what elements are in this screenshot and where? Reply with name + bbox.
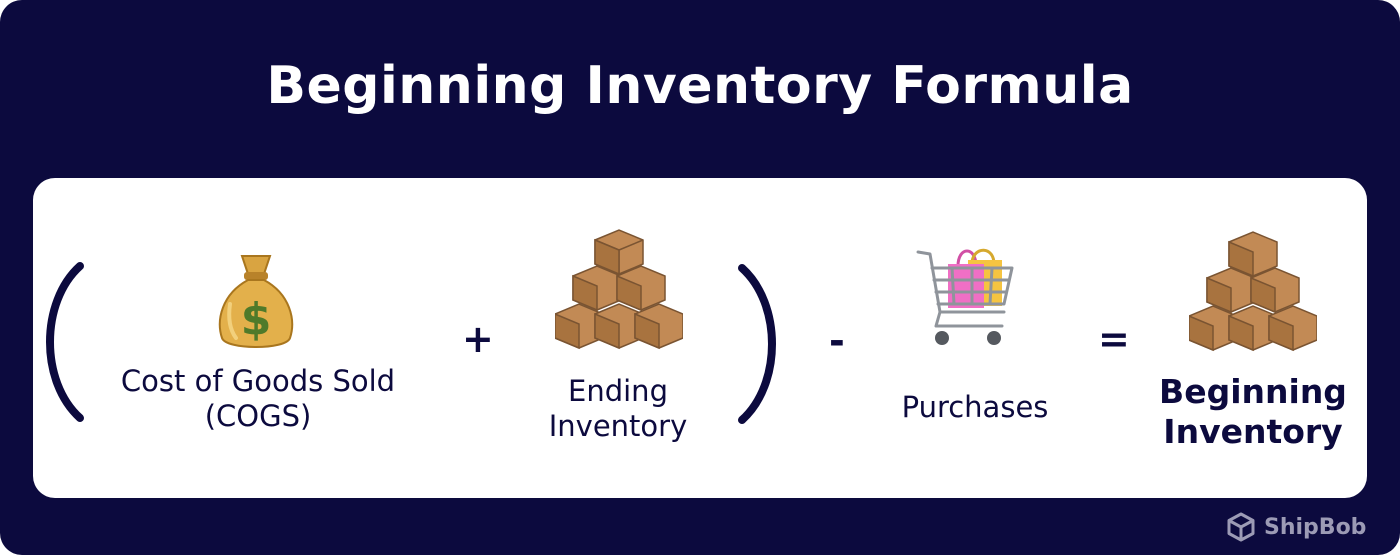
- result-label-line2: Inventory: [1163, 411, 1343, 451]
- purchases-label: Purchases: [901, 390, 1049, 424]
- beginning-inventory-label: Beginning Inventory: [1140, 372, 1366, 451]
- shopping-cart-icon: [916, 248, 1014, 345]
- infographic-title: Beginning Inventory Formula: [266, 56, 1134, 116]
- boxes-icon: [555, 229, 683, 350]
- cogs-label: Cost of Goods Sold (COGS): [88, 364, 428, 434]
- boxes-icon: [1189, 231, 1317, 352]
- ending-label-line2: Inventory: [548, 408, 688, 443]
- cogs-label-line1: Cost of Goods Sold: [120, 364, 396, 398]
- minus-operator: -: [829, 319, 845, 363]
- shipbob-logo: ShipBob: [1226, 512, 1366, 542]
- equals-operator: =: [1098, 317, 1130, 361]
- ending-label-line1: Ending: [568, 374, 668, 408]
- shipbob-cube-icon: [1227, 512, 1255, 542]
- ending-inventory-label: Ending Inventory: [498, 374, 738, 444]
- right-parenthesis: [738, 264, 776, 424]
- brand-name: ShipBob: [1264, 514, 1367, 540]
- plus-operator: +: [462, 317, 494, 361]
- left-parenthesis: [46, 262, 84, 422]
- money-bag-icon: $: [218, 255, 294, 348]
- svg-text:$: $: [241, 294, 272, 345]
- cogs-label-line2: (COGS): [204, 398, 312, 433]
- result-label-line1: Beginning: [1159, 372, 1347, 411]
